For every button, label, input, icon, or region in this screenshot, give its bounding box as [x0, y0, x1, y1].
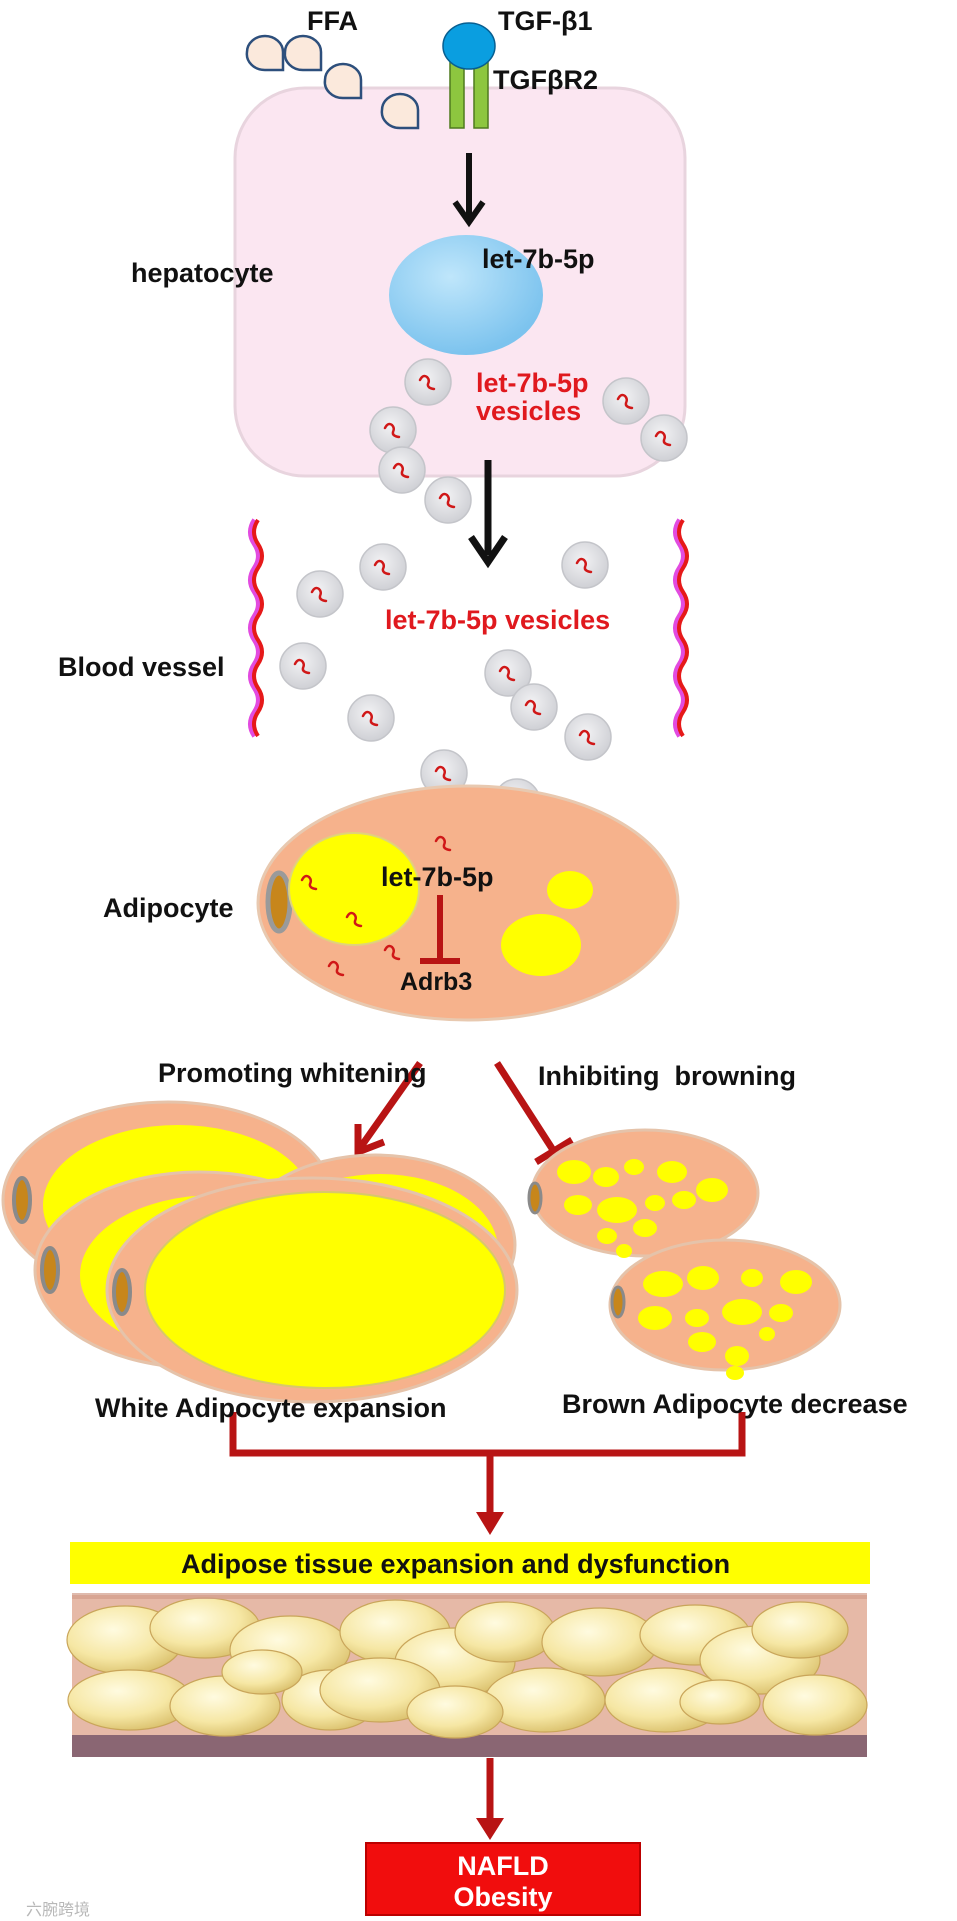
lipid-droplet — [501, 914, 581, 976]
large-lipid-droplet — [288, 832, 420, 946]
vesicle — [378, 446, 426, 494]
lipid-droplet — [616, 1244, 632, 1258]
tgf-b1-label: TGF-β1 — [498, 6, 592, 36]
lipid-droplet — [597, 1197, 637, 1223]
lipid-droplet — [597, 1228, 617, 1244]
lipid-droplet — [633, 1219, 657, 1237]
whitening-arrow — [357, 1060, 423, 1151]
tissue-banner — [70, 1542, 870, 1584]
mirna-strand — [418, 374, 436, 391]
lipid-droplet — [722, 1299, 762, 1325]
vesicle — [484, 649, 532, 697]
nucleus-mirna-label: let-7b-5p — [482, 244, 595, 274]
lipid-droplet — [725, 1346, 749, 1366]
tgfbr2-label: TGFβR2 — [493, 65, 598, 95]
mirna-strand — [438, 492, 456, 509]
vesicle — [510, 683, 558, 731]
brown-adipocytes — [527, 1128, 842, 1380]
adipocyte-label: Adipocyte — [103, 893, 234, 923]
mirna-strand — [383, 422, 401, 439]
browning-inhibition-arrow — [494, 1061, 556, 1152]
intracellular-mirna — [300, 835, 452, 977]
vesicle — [602, 377, 650, 425]
lipid-droplet — [657, 1161, 687, 1183]
lipid-droplet — [769, 1304, 793, 1322]
lipid-droplet — [564, 1195, 592, 1215]
promoting-whitening-label: Promoting whitening — [158, 1058, 426, 1088]
vesicle — [279, 642, 327, 690]
nucleus — [389, 235, 543, 355]
vesicle — [369, 406, 417, 454]
vesicle — [640, 414, 688, 462]
blood-vessel-wall-right — [673, 518, 687, 738]
lipid-droplet — [624, 1159, 644, 1175]
mirna-strand — [616, 393, 634, 410]
vesicle — [404, 358, 452, 406]
vesicle — [359, 543, 407, 591]
lipid-droplet — [638, 1306, 672, 1330]
mirna-strand — [345, 911, 363, 928]
lipid-droplet — [688, 1332, 716, 1352]
outcome-box — [365, 1842, 641, 1916]
mirna-strand — [434, 835, 452, 852]
white-adipocytes — [1, 1100, 519, 1404]
blood-vesicles-label: let-7b-5p vesicles — [385, 605, 610, 635]
mirna-strand — [361, 710, 379, 727]
lipid-droplet — [645, 1195, 665, 1211]
vesicle — [424, 476, 472, 524]
lipid-droplet — [759, 1327, 775, 1341]
lipid-droplet — [685, 1309, 709, 1327]
vesicle — [296, 570, 344, 618]
adrb3-label: Adrb3 — [400, 968, 472, 996]
lipid-droplet — [741, 1269, 763, 1287]
ffa-label: FFA — [307, 6, 358, 36]
tgfbr2-receptor-left — [449, 61, 465, 129]
ffa-molecules — [245, 34, 420, 130]
lipid-droplet — [672, 1191, 696, 1209]
mirna-strand — [293, 658, 311, 675]
vesicle — [347, 694, 395, 742]
lipid-droplet — [687, 1266, 719, 1290]
hepatocyte-label: hepatocyte — [131, 258, 274, 288]
mirna-strand — [383, 944, 401, 961]
outcome-nafld-label: NAFLD — [457, 1851, 548, 1881]
lipid-droplet — [726, 1366, 744, 1380]
brown-decrease-label: Brown Adipocyte decrease — [562, 1389, 908, 1419]
mirna-strand — [373, 559, 391, 576]
white-expansion-label: White Adipocyte expansion — [95, 1393, 447, 1423]
mirna-strand — [498, 665, 516, 682]
lipid-droplet — [780, 1270, 812, 1294]
mirna-strand — [524, 699, 542, 716]
lipid-droplet — [643, 1271, 683, 1297]
mirna-strand — [654, 430, 672, 447]
inhibiting-browning-label: Inhibiting browning — [538, 1061, 796, 1091]
blood-vessel-wall-left — [248, 518, 262, 738]
mirna-strand — [575, 557, 593, 574]
adipose-tissue-illustration — [66, 1593, 868, 1757]
mirna-strand — [300, 874, 318, 891]
lipid-droplet — [593, 1167, 619, 1187]
mirna-strand — [327, 960, 345, 977]
mirna-strand — [310, 586, 328, 603]
hepatocyte-vesicles-label-line2: vesicles — [476, 396, 581, 426]
adipocyte-mirna-label: let-7b-5p — [381, 862, 494, 892]
watermark: 六腕跨境 — [26, 1900, 90, 1919]
mirna-strand — [578, 729, 596, 746]
tgfbr2-receptor-right — [473, 61, 489, 129]
mirna-strand — [434, 765, 452, 782]
adipocyte-nucleus — [265, 870, 293, 934]
lipid-droplet — [696, 1178, 728, 1202]
lipid-droplet — [547, 871, 593, 909]
hepatocyte-vesicles-label-line1: let-7b-5p — [476, 368, 589, 398]
blood-vessel-label: Blood vessel — [58, 652, 225, 682]
mirna-strand — [392, 462, 410, 479]
lipid-droplet — [557, 1160, 591, 1184]
vesicle — [561, 541, 609, 589]
tgf-b1-ligand — [442, 22, 496, 70]
tissue-banner-label: Adipose tissue expansion and dysfunction — [181, 1549, 730, 1579]
vesicle — [564, 713, 612, 761]
outcome-obesity-label: Obesity — [453, 1882, 552, 1912]
